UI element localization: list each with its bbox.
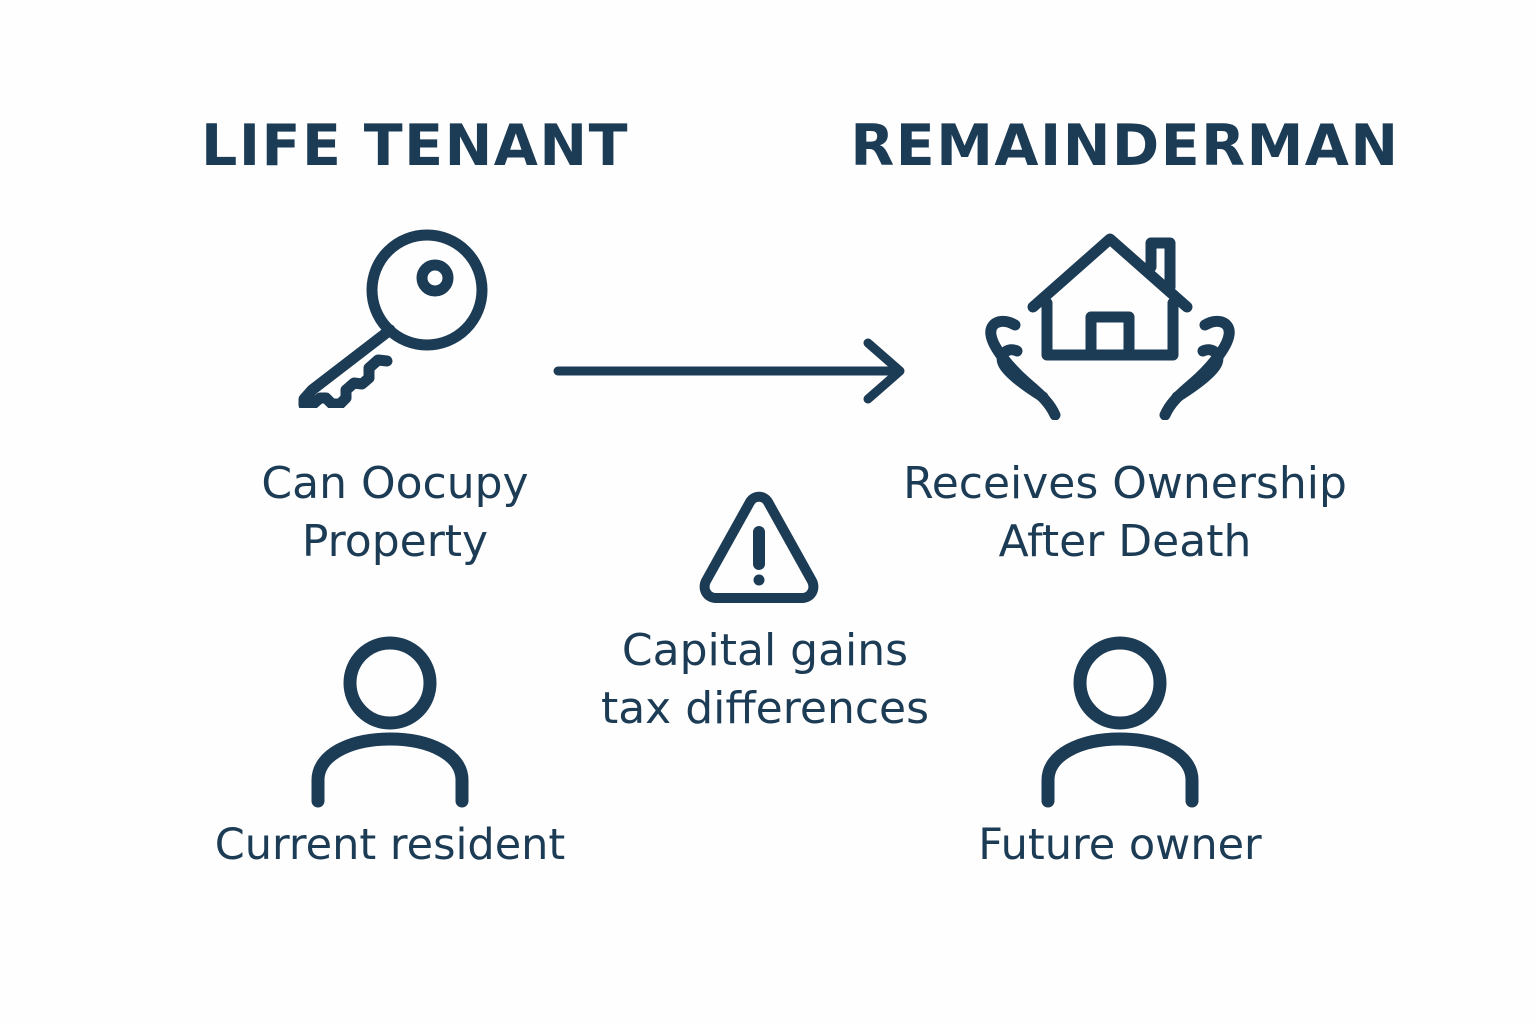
warning-triangle-icon <box>693 488 825 610</box>
caption-capital-gains-tax-differences: Capital gains tax differences <box>600 625 930 735</box>
label-current-resident: Current resident <box>214 820 566 870</box>
house-in-hands-icon <box>955 225 1265 420</box>
heading-remainderman: REMAINDERMAN <box>850 113 1400 179</box>
person-icon-current-resident <box>300 635 480 810</box>
heading-life-tenant: LIFE TENANT <box>201 113 629 179</box>
caption-receives-ownership: Receives Ownership After Death <box>903 458 1347 568</box>
key-icon <box>290 228 500 408</box>
person-icon-future-owner <box>1030 635 1210 810</box>
arrow-right-icon <box>550 335 920 405</box>
label-future-owner: Future owner <box>978 820 1262 870</box>
caption-can-occupy-property: Can Oocupy Property <box>261 458 529 568</box>
